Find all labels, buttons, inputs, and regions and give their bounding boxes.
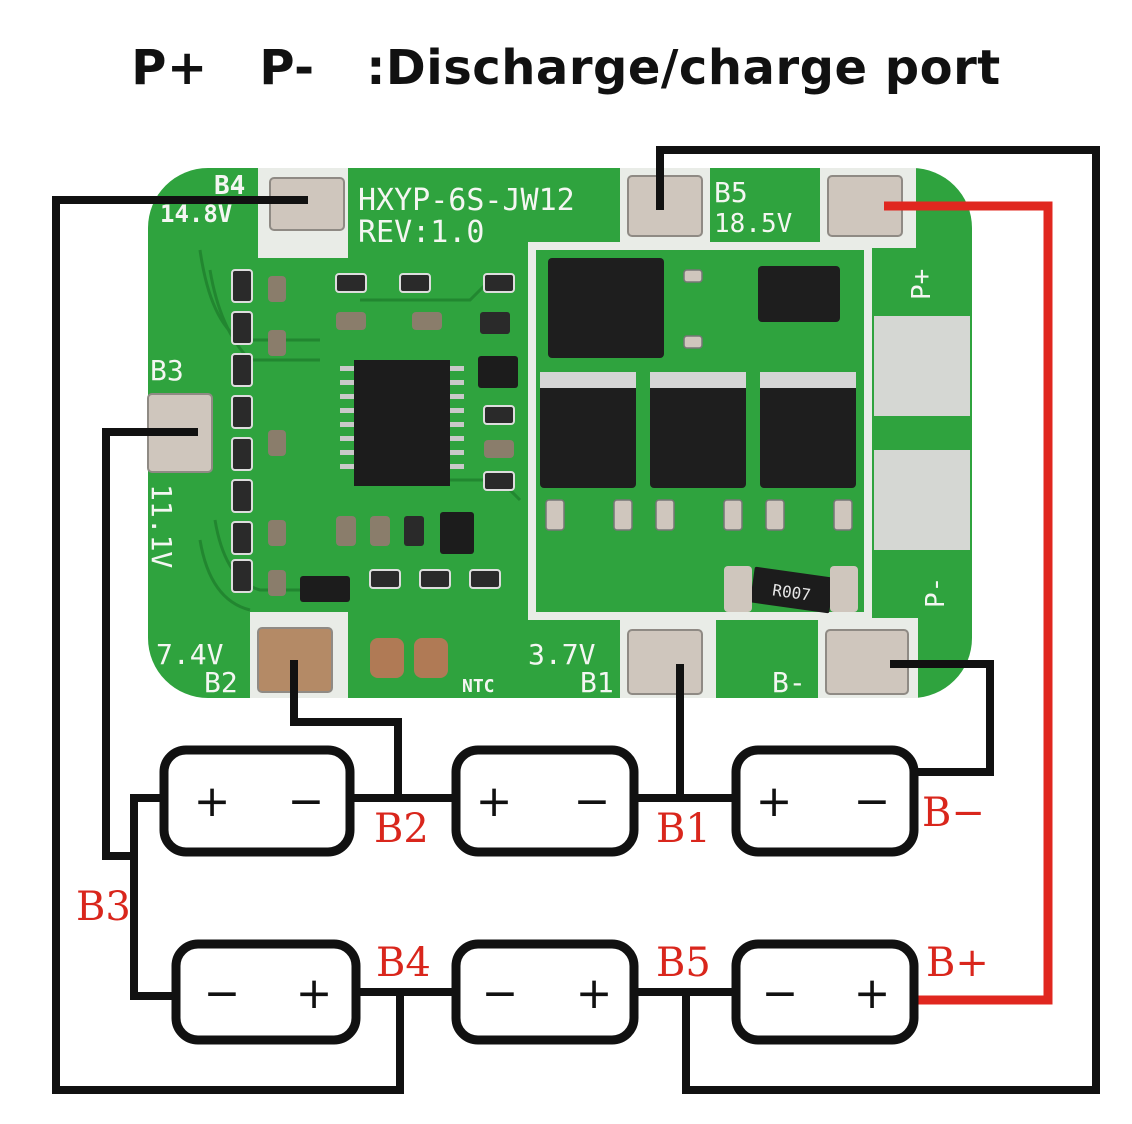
wlabel-bplus: B+ [926, 940, 989, 986]
wire-bplus [884, 201, 1053, 1005]
wlabel-b2: B2 [374, 806, 429, 852]
battery-cells [159, 745, 919, 1045]
cell-1-plus: + [194, 776, 231, 827]
label-b5-voltage: 18.5V [714, 209, 792, 239]
mosfet-1 [540, 372, 636, 488]
pad-pminus [874, 450, 970, 550]
cell-5-minus: − [482, 968, 519, 1019]
board-rev: REV:1.0 [358, 215, 484, 250]
mosfet-top-right [758, 266, 840, 322]
shunt-pad-right [830, 566, 858, 612]
cell-5 [451, 939, 639, 1045]
cell-1-minus: − [288, 776, 325, 827]
label-ntc: NTC [462, 676, 495, 697]
wiring-labels: B2 B1 B− B3 B4 B5 B+ [76, 790, 989, 986]
ntc-pad-2 [414, 638, 448, 678]
cell-6 [731, 939, 919, 1045]
shunt-pad-left [724, 566, 752, 612]
wire-b3-cells [130, 794, 176, 1000]
bms-board: R007 HXYP-6S-JW12 REV:1.0 B4 14.8V B5 18… [145, 168, 972, 699]
wire-b4 [52, 196, 404, 1094]
board-silkscreen: HXYP-6S-JW12 REV:1.0 B4 14.8V B5 18.5V B… [145, 171, 951, 699]
label-bminus: B- [772, 666, 806, 699]
label-b1: B1 [580, 666, 614, 699]
smd-components [231, 269, 518, 602]
pad-b1 [627, 629, 703, 695]
ntc-pad-1 [370, 638, 404, 678]
label-pminus: P- [921, 577, 951, 608]
cell-4-minus: − [204, 968, 241, 1019]
mosfet-2 [650, 372, 746, 488]
label-pplus: P+ [907, 269, 937, 300]
label-b2-voltage: 7.4V [156, 638, 224, 671]
mosfet-3 [760, 372, 856, 488]
label-b1-voltage: 3.7V [528, 638, 596, 671]
mosfet-top-left [548, 258, 664, 358]
cell-6-plus: + [854, 968, 891, 1019]
bms-ic [354, 360, 450, 486]
wlabel-b5: B5 [656, 940, 711, 986]
cell-3 [731, 745, 919, 857]
cell-2-plus: + [476, 776, 513, 827]
cell-5-plus: + [576, 968, 613, 1019]
wire-b3 [102, 428, 198, 860]
cell-2-minus: − [574, 776, 611, 827]
pad-pplus [874, 316, 970, 416]
label-b2: B2 [204, 666, 238, 699]
cell-4-plus: + [296, 968, 333, 1019]
wlabel-bminus: B− [922, 790, 985, 836]
cell-6-minus: − [762, 968, 799, 1019]
black-wires [52, 146, 1100, 1094]
mosfets [540, 258, 856, 531]
pad-b5 [627, 175, 703, 237]
wire-b2 [290, 660, 402, 798]
board-model: HXYP-6S-JW12 [358, 183, 575, 218]
wire-b5 [656, 146, 1100, 1094]
cell-1 [159, 745, 355, 857]
label-b3-voltage: 11.1V [145, 484, 178, 568]
cell-4 [171, 939, 361, 1045]
title-pminus: P- [259, 40, 315, 96]
ic-pins [340, 366, 464, 469]
title-description: :Discharge/charge port [366, 40, 1001, 96]
wlabel-b4: B4 [376, 940, 431, 986]
page-title: P+ P- :Discharge/charge port [0, 40, 1132, 96]
wlabel-b3: B3 [76, 884, 131, 930]
cell-3-plus: + [756, 776, 793, 827]
cell-3-minus: − [854, 776, 891, 827]
title-pplus: P+ [131, 40, 208, 96]
label-b3: B3 [150, 354, 184, 387]
mosfet-area-outline [528, 242, 872, 620]
label-b4-voltage: 14.8V [160, 200, 232, 228]
shunt-resistor [750, 566, 834, 614]
wlabel-b1: B1 [656, 806, 711, 852]
label-b5: B5 [714, 176, 748, 209]
wire-bminus [890, 660, 994, 776]
cell-2 [451, 745, 639, 857]
cell-polarity-marks: + − + − + − − + − + − + [194, 776, 891, 1019]
